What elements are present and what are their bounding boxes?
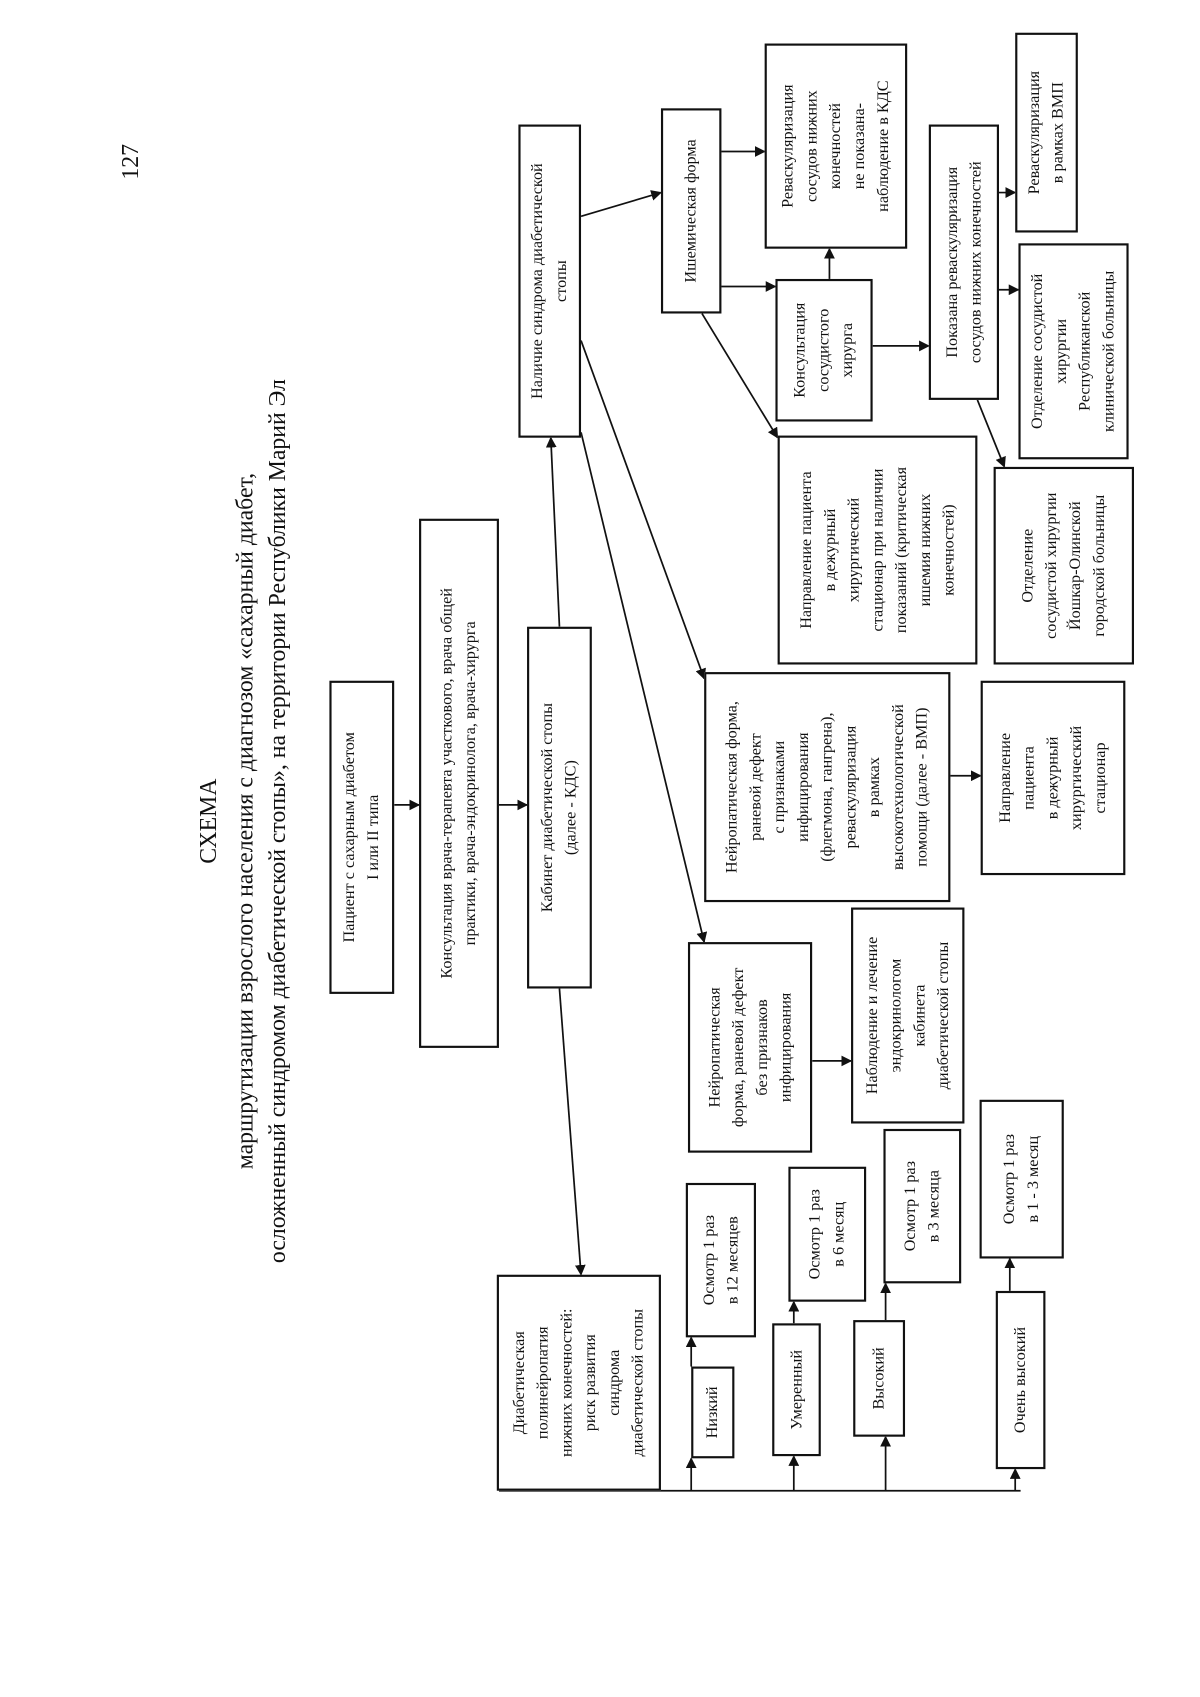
arrow-connector: [580, 340, 706, 680]
arrow-connector: [580, 190, 662, 218]
arrow-connector: [701, 313, 779, 439]
box-exam-3-months: Осмотр 1 раз в 3 месяца: [883, 1128, 962, 1284]
box-ischemic-form: Ишемическая форма: [660, 108, 722, 314]
box-diabetic-foot-presence: Наличие синдрома диабетической стопы: [518, 124, 582, 438]
box-republican-hospital-dept: Отделение сосудистой хирургии Республика…: [1018, 243, 1129, 460]
box-revascularization-vmp: Реваскуляризация в рамках ВМП: [1015, 32, 1078, 233]
box-doctor-consultation: Консультация врача-терапевта участкового…: [419, 518, 499, 1048]
box-risk-moderate: Умеренный: [772, 1323, 821, 1457]
box-neuropathic-infected: Нейропатическая форма, раневой дефект с …: [704, 672, 951, 903]
arrow-connector: [976, 399, 1006, 468]
arrow-connector: [558, 988, 586, 1276]
box-referral-critical-ischemia: Направление пациента в дежурный хирургич…: [777, 435, 978, 665]
box-risk-low: Низкий: [691, 1366, 735, 1459]
box-diabetic-foot-office: Кабинет диабетической стопы (далее - КДС…: [527, 626, 592, 989]
arrow-connector: [545, 436, 561, 627]
box-patient: Пациент с сахарным диабетом I или II тип…: [329, 680, 395, 994]
box-polyneuropathy-risk: Диабетическая полинейропатия нижних коне…: [496, 1274, 661, 1491]
box-neuropathic-not-infected: Нейропатическая форма, раневой дефект бе…: [687, 942, 813, 1153]
arrow-connector: [580, 432, 708, 944]
box-city-hospital-dept: Отделение сосудистой хирургии Йошкар-Оли…: [993, 466, 1134, 665]
box-risk-high: Высокий: [853, 1320, 906, 1437]
box-vascular-surgeon-consultation: Консультация сосудистого хирурга: [775, 278, 873, 422]
box-risk-very-high: Очень высокий: [995, 1290, 1046, 1470]
box-exam-1-3-months: Осмотр 1 раз в 1 - 3 месяц: [979, 1099, 1064, 1259]
box-revascularization-not-indicated: Реваскуляризация сосудов нижних конечнос…: [764, 43, 908, 249]
box-referral-surgical-hospital: Направление пациента в дежурный хирургич…: [980, 680, 1126, 876]
box-exam-6-months: Осмотр 1 раз в 6 месяц: [788, 1166, 867, 1302]
box-revascularization-indicated: Показана реваскуляризация сосудов нижних…: [928, 124, 1000, 400]
box-exam-12-months: Осмотр 1 раз в 12 месяцев: [685, 1182, 756, 1338]
box-endocrinologist-observation: Наблюдение и лечение эндокринологом каби…: [851, 907, 965, 1124]
